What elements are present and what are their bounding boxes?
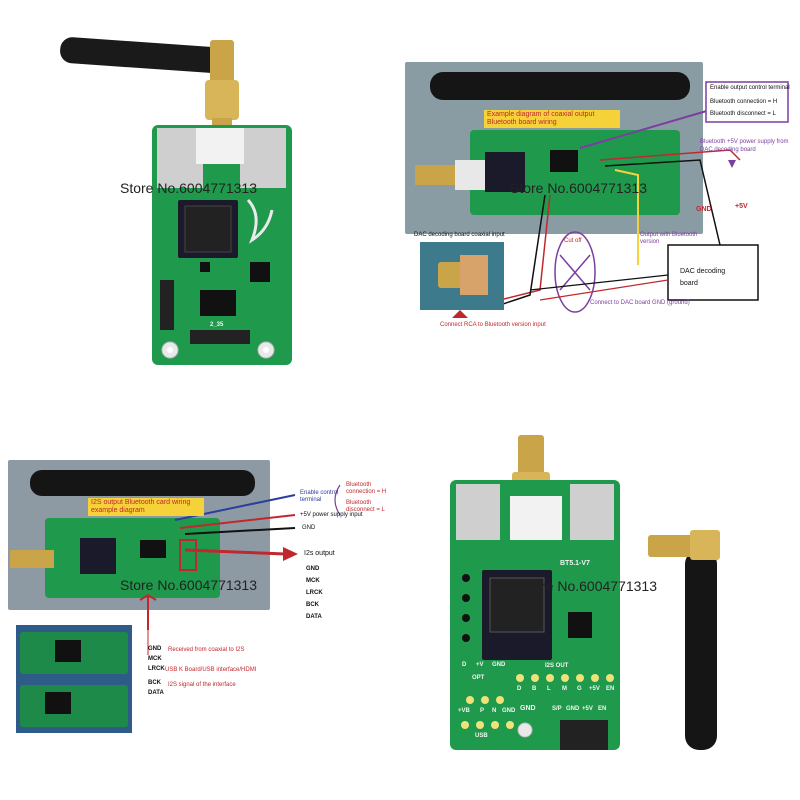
i2s-pin-mck: MCK <box>306 578 320 584</box>
pin-m: M <box>562 686 567 692</box>
board-name-label: BT5.1-V7 <box>560 560 590 567</box>
pin-b: B <box>532 686 537 692</box>
header-v-label: +V <box>476 662 484 668</box>
received-coaxial-label: Received from coaxial to I2S <box>168 647 245 653</box>
pin-en: EN <box>606 686 615 692</box>
watermark-1: Store No.6004771313 <box>120 180 257 196</box>
connect-gnd-label: Connect to DAC board GND (ground) <box>590 300 690 306</box>
coaxial-diagram-title: Example diagram of coaxial output Blueto… <box>484 110 620 128</box>
bt-connection-label: Bluetooth connection = H <box>346 482 387 495</box>
header-d-label: D <box>462 662 467 668</box>
i2s-diagram-title: I2S output Bluetooth card wiring example… <box>88 498 204 516</box>
legend-enable-output: Enable output control terminal <box>710 85 790 91</box>
row2b-gnd: GND <box>566 706 580 712</box>
pin-d: D <box>517 686 522 692</box>
row2b-en: EN <box>598 706 607 712</box>
gnd-top-label: GND <box>302 525 316 531</box>
i2s-drawing <box>10 470 341 733</box>
header-gnd-label: GND <box>492 662 506 668</box>
panel-board-photo-2: BT5.1-V7 I2S OUT D +V GND OPT D B L M G … <box>400 400 800 800</box>
panel-i2s-wiring: I2S output Bluetooth card wiring example… <box>0 400 400 800</box>
side-pin-bck: BCK <box>148 680 161 686</box>
usb-label: USB <box>475 733 488 739</box>
i2s-pin-lrck: LRCK <box>306 590 323 596</box>
i2s-output-label: I2s output <box>304 550 335 557</box>
watermark-3: Store No.6004771313 <box>120 577 257 593</box>
pin-5v: +5V <box>589 686 600 692</box>
pin-n: N <box>492 708 497 714</box>
cut-off-label: Cut off <box>564 238 582 244</box>
dac-box-label: DAC decoding board <box>680 268 726 287</box>
row2b-5v: +5V <box>582 706 593 712</box>
antenna-1 <box>60 37 225 74</box>
usb-board-label: USB K Board/USB interface/HDMI <box>165 667 257 673</box>
i2s-pin-bck: BCK <box>306 602 319 608</box>
output-with-label: Output with Bluetooth version <box>640 232 698 245</box>
legend-bluetooth-disconnect: Bluetooth disconnect = L <box>710 111 776 117</box>
side-pin-gnd: GND <box>148 646 162 652</box>
board-photo-2-drawing <box>450 435 720 750</box>
i2s-signal-label: I2S signal of the interface <box>168 682 236 688</box>
side-pin-data: DATA <box>148 690 164 696</box>
watermark-2: Store No.6004771313 <box>510 180 647 196</box>
pin-l: L <box>547 686 551 692</box>
gnd-center-label: GND <box>520 705 536 712</box>
i2s-pin-gnd: GND <box>306 566 320 572</box>
opt-label: OPT <box>472 675 485 681</box>
coax-input-label: DAC decoding board coaxial input <box>414 232 505 238</box>
panel-coaxial-wiring: Example diagram of coaxial output Blueto… <box>400 0 800 400</box>
chip-label-1: 2_35 <box>210 322 224 328</box>
watermark-4: Store No.6004771313 <box>520 578 657 594</box>
side-pin-mck: MCK <box>148 656 162 662</box>
gnd-label: GND <box>696 206 712 213</box>
plus5v-label: +5V <box>735 203 748 210</box>
pin-gnd-b: GND <box>502 708 516 714</box>
connect-rca-label: Connect RCA to Bluetooth version input <box>440 322 546 328</box>
i2s-pin-data: DATA <box>306 614 322 620</box>
panel-board-photo-1: Store No.6004771313 2_35 <box>0 0 400 400</box>
i2s-out-label: I2S OUT <box>545 663 569 669</box>
pin-p: P <box>480 708 485 714</box>
coaxial-drawing <box>415 72 789 318</box>
pin-vb: +VB <box>458 708 470 714</box>
enable-control-label: Enable control terminal <box>300 490 339 503</box>
board-photo-1-drawing <box>60 37 292 365</box>
power-input-label: +5V power supply input <box>300 512 363 518</box>
legend-bluetooth-connection: Bluetooth connection = H <box>710 99 778 105</box>
spdif-label: S/P <box>552 706 562 712</box>
side-pin-lrck: LRCK <box>148 666 165 672</box>
bt-disconnect-label: Bluetooth disconnect = L <box>346 500 385 513</box>
pin-g: G <box>577 686 582 692</box>
power-supply-label: Bluetooth +5V power supply from DAC deco… <box>700 139 789 153</box>
